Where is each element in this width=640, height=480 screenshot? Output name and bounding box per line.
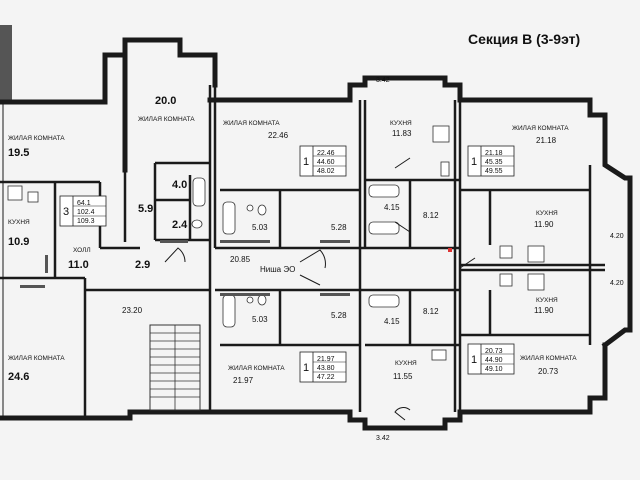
unit-area-value: 22.46 [317,150,335,157]
unit-table-frame [467,145,515,177]
room-area-living-right-bottom: 20.73 [538,367,559,376]
unit-area-value: 21.97 [317,356,335,363]
area-8-12-bottom: 8.12 [423,307,439,316]
unit-table: 1 22.46 44.60 48.02 [299,145,347,177]
area-4-15-top: 4.15 [384,203,400,212]
room-area-kitchen-mid-top: 11.83 [392,129,412,138]
unit-table: 1 21.97 43.80 47.22 [299,351,347,383]
unit-room-count: 1 [471,156,477,168]
unit-room-count: 1 [303,156,309,168]
room-label-kitchen-mid-top: КУХНЯ [390,120,412,127]
room-label-living-right-bottom: ЖИЛАЯ КОМНАТА [520,355,577,362]
unit-tables: 3 64.1 102.4 109.3 1 22.46 44.60 48.02 1 21.18 45.… [59,145,515,383]
room-area-hall-left: 11.0 [68,259,89,271]
unit-area-value: 44.90 [485,357,503,364]
unit-table-frame [299,145,347,177]
area-2-9: 2.9 [135,259,150,271]
unit-area-value: 109.3 [77,218,95,225]
room-area-living-left-top: 19.5 [8,147,29,159]
stove-icon [7,125,545,361]
door-swing [164,157,476,421]
unit-area-value: 49.10 [485,366,503,373]
radiator-icon [20,240,350,296]
area-4-0: 4.0 [172,179,187,191]
unit-table: 3 64.1 102.4 109.3 [59,195,107,227]
area-4-20-top: 4.20 [610,233,624,240]
niche-label: Ниша ЭО [260,265,295,274]
room-area-living-mid-top: 22.46 [268,131,289,140]
unit-area-value: 64.1 [77,200,91,207]
area-5-03-bottom: 5.03 [252,315,268,324]
area-23-20: 23.20 [122,306,143,315]
unit-table: 1 21.18 45.35 49.55 [467,145,515,177]
area-5-03-top: 5.03 [252,223,268,232]
room-label-kitchen-mid-bottom: КУХНЯ [395,360,417,367]
unit-area-value: 45.35 [485,159,503,166]
room-label-kitchen-left: КУХНЯ [8,219,30,226]
room-area-living-mid-bottom: 21.97 [233,376,254,385]
room-label-living-left-bottom: ЖИЛАЯ КОМНАТА [8,355,65,362]
side-tab [0,25,12,100]
room-area-kitchen-mid-bottom: 11.55 [393,372,413,381]
unit-table: 1 20.73 44.90 49.10 [467,343,515,375]
room-area-kitchen-right-top: 11.90 [534,220,554,229]
unit-table-frame [299,351,347,383]
area-5-28-bottom: 5.28 [331,311,347,320]
area-5-28-top: 5.28 [331,223,347,232]
area-3-42-top: 3.42 [376,77,390,84]
area-20-85: 20.85 [230,255,251,264]
room-label-living-mid-bottom: ЖИЛАЯ КОМНАТА [228,365,285,372]
section-title: Секция В (3-9эт) [468,31,580,47]
partitions [0,85,605,418]
room-area-kitchen-left: 10.9 [8,236,29,248]
area-4-15-bottom: 4.15 [384,317,400,326]
area-3-42-bottom: 3.42 [376,435,390,442]
unit-area-value: 43.80 [317,365,335,372]
staircase [149,324,201,411]
toilet-icon [191,204,267,306]
room-label-kitchen-right-bottom: КУХНЯ [536,297,558,304]
unit-area-value: 48.02 [317,168,335,175]
outer-walls [0,37,633,431]
room-label-living-mid-top: ЖИЛАЯ КОМНАТА [223,120,280,127]
area-5-9: 5.9 [138,203,153,215]
area-8-12-top: 8.12 [423,211,439,220]
room-label-living-left-top: ЖИЛАЯ КОМНАТА [8,135,65,142]
room-area-living-right-top: 21.18 [536,136,557,145]
unit-table-frame [59,195,107,227]
area-2-4: 2.4 [172,219,188,231]
room-label-kitchen-right-top: КУХНЯ [536,210,558,217]
room-area-living-left-bottom: 24.6 [8,371,29,383]
unit-area-value: 49.55 [485,168,503,175]
unit-room-count: 1 [303,362,309,374]
marker [448,248,452,252]
room-label-hall-left: ХОЛЛ [73,247,91,254]
unit-table-frame [467,343,515,375]
unit-area-value: 21.18 [485,150,503,157]
area-4-20-bottom: 4.20 [610,280,624,287]
room-area-kitchen-right-bottom: 11.90 [534,306,554,315]
unit-room-count: 3 [63,206,69,218]
unit-area-value: 20.73 [485,348,503,355]
room-label-living-right-top: ЖИЛАЯ КОМНАТА [512,125,569,132]
bathtub-icon [192,177,400,328]
unit-room-count: 1 [471,354,477,366]
unit-area-value: 47.22 [317,374,335,381]
room-area-bay-left: 20.0 [155,95,176,107]
unit-area-value: 102.4 [77,209,95,216]
room-label-bay-left: ЖИЛАЯ КОМНАТА [138,116,195,123]
unit-area-value: 44.60 [317,159,335,166]
